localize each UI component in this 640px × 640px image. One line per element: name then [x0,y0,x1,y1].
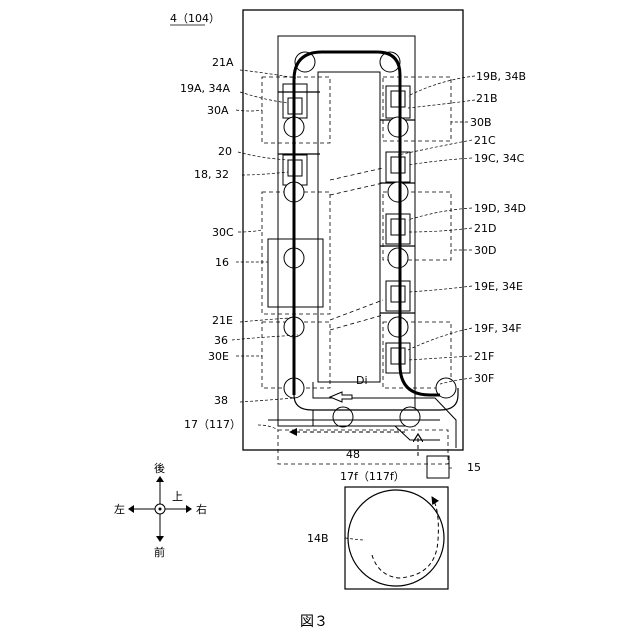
label-19A: 19A, 34A [180,82,231,95]
label-30E: 30E [208,350,229,363]
inner-core [318,72,380,382]
label-18: 18, 32 [194,168,229,181]
label-15: 15 [467,461,481,474]
label-21F: 21F [474,350,494,363]
label-30F: 30F [474,372,494,385]
housing-inner [278,36,415,426]
drum-14B [348,490,444,586]
label-20: 20 [218,145,232,158]
label-19E: 19E, 34E [474,280,523,293]
box-15 [427,456,449,478]
drum-14B-frame [345,487,448,589]
label-30C: 30C [212,226,234,239]
return-path-36 [294,388,458,410]
compass-back: 後 [154,461,165,475]
label-19F: 19F, 34F [474,322,522,335]
title-label: 4（104） [170,12,220,25]
label-30D: 30D [474,244,496,257]
region-17f [278,430,448,464]
label-21A: 21A [212,56,234,69]
label-30A: 30A [207,104,229,117]
label-21B: 21B [476,92,498,105]
label-19B: 19B, 34B [476,70,526,83]
compass-up: 上 [172,490,183,503]
label-36: 36 [214,334,228,347]
label-Di: Di [356,374,368,387]
compass-right: 右 [196,502,207,516]
compass-left: 左 [114,503,125,516]
di-arrow [330,392,352,402]
compass: 後 前 左 右 上 [114,461,207,559]
label-14B: 14B [307,532,329,545]
label-30B: 30B [470,116,492,129]
label-48: 48 [346,448,360,461]
label-19C: 19C, 34C [474,152,525,165]
label-21C: 21C [474,134,496,147]
label-38: 38 [214,394,228,407]
label-17f: 17f（117f） [340,470,405,483]
label-21E: 21E [212,314,233,327]
compass-front: 前 [154,545,165,559]
label-21D: 21D [474,222,496,235]
figure-caption: 図３ [300,614,328,630]
drum-14B-rotation [372,497,438,578]
housing-outer [243,10,463,450]
label-16: 16 [215,256,229,269]
conveyor-path-38 [294,52,440,395]
label-17: 17（117） [184,418,241,431]
label-19D: 19D, 34D [474,202,526,215]
